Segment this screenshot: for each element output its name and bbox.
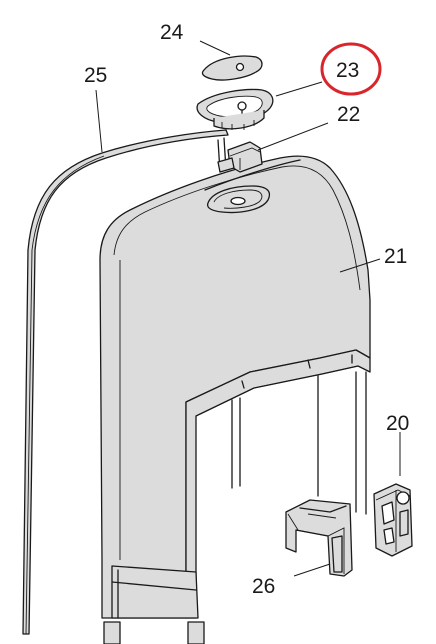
callout-23: 23 [336,59,359,82]
part-24-disc [201,55,263,81]
part-25-gasket [22,129,229,635]
part-23-insert [196,88,274,130]
part-26-bracket [285,499,353,577]
callout-21: 21 [384,245,407,268]
callout-20: 20 [386,412,409,435]
callout-24: 24 [160,21,184,44]
callout-25: 25 [84,64,107,87]
callout-26: 26 [252,575,275,598]
highlight-circle-23 [320,42,382,96]
callout-22: 22 [337,103,360,126]
leader-lines [95,40,401,577]
part-21-main-housing [99,155,371,644]
part-20-latch [373,483,413,557]
part-22-connector [217,137,263,173]
